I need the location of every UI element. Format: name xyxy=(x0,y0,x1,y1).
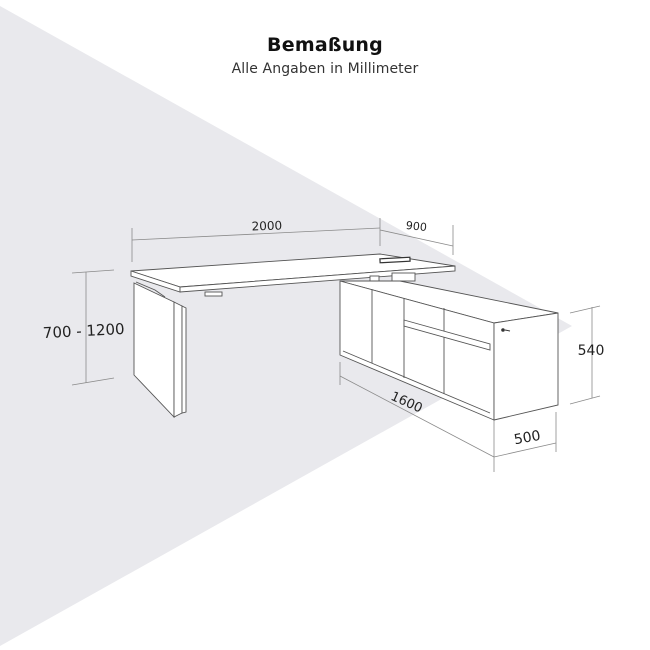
desk-top xyxy=(130,253,456,297)
panel-leg xyxy=(133,281,187,419)
dim-desk-height: 700 - 1200 xyxy=(42,320,125,342)
dim-sideboard-width: 1600 xyxy=(388,389,424,416)
dim-desk-width: 2000 xyxy=(251,218,282,233)
dimension-lines xyxy=(71,218,601,472)
page-subtitle: Alle Angaben in Millimeter xyxy=(231,61,419,77)
dim-desk-depth: 900 xyxy=(405,219,427,234)
dim-sideboard-depth: 500 xyxy=(513,428,542,448)
header: Bemaßung Alle Angaben in Millimeter xyxy=(0,34,650,77)
sideboard xyxy=(339,280,559,421)
dim-sideboard-height: 540 xyxy=(578,343,605,359)
page-title: Bemaßung xyxy=(267,34,383,56)
